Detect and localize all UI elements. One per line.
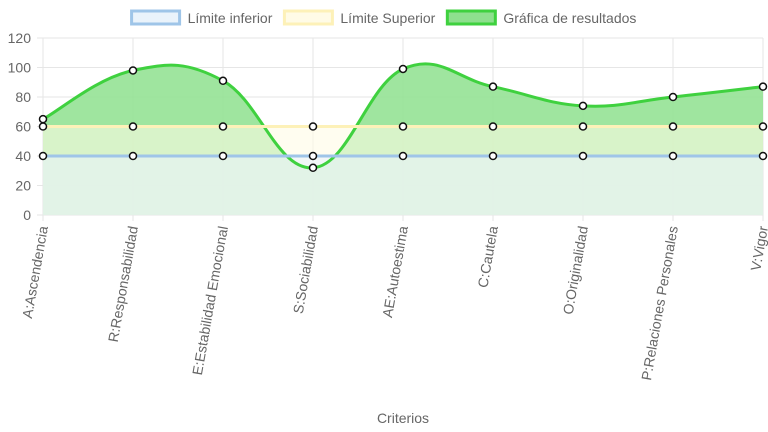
point-grafica-de-resultados-3[interactable]	[308, 163, 318, 173]
y-tick-label: 40	[15, 148, 31, 164]
y-tick-label: 80	[15, 89, 31, 105]
point-limite-superior-5[interactable]	[488, 122, 498, 131]
point-limite-inferior-8[interactable]	[758, 151, 768, 161]
y-axis-ticks: 0 20 40 60 80 100 120	[8, 30, 32, 223]
y-tick-label: 100	[8, 60, 32, 76]
x-axis-ticks: A:Ascendencia R:Responsabilidad E:Estabili…	[19, 224, 768, 381]
x-tick-label: O:Originalidad	[560, 225, 591, 316]
x-tick-label: P:Relaciones Personales	[638, 225, 681, 382]
point-limite-inferior-3[interactable]	[308, 151, 318, 161]
legend-swatch	[445, 9, 497, 26]
legend-item-limite-superior[interactable]: Límite Superior	[282, 9, 436, 26]
x-tick-label: C:Cautela	[474, 225, 501, 289]
point-limite-superior-8[interactable]	[758, 122, 768, 131]
point-limite-superior-3[interactable]	[308, 122, 318, 131]
point-limite-inferior-5[interactable]	[488, 151, 498, 161]
point-grafica-de-resultados-1[interactable]	[128, 66, 138, 75]
x-tick-label: R:Responsabilidad	[105, 225, 141, 344]
x-tick-label: S:Sociabilidad	[290, 225, 321, 315]
legend-swatch	[130, 9, 182, 26]
point-limite-inferior-1[interactable]	[128, 151, 138, 161]
point-grafica-de-resultados-7[interactable]	[668, 92, 678, 102]
legend-item-limite-inferior[interactable]: Límite inferior	[130, 9, 273, 26]
point-grafica-de-resultados-5[interactable]	[488, 82, 498, 91]
point-limite-inferior-0[interactable]	[38, 151, 48, 161]
legend-swatch	[282, 9, 334, 26]
y-tick-label: 20	[15, 178, 31, 194]
point-limite-inferior-2[interactable]	[218, 151, 228, 161]
x-tick-label: A:Ascendencia	[19, 225, 51, 320]
point-limite-inferior-4[interactable]	[398, 151, 408, 161]
legend[interactable]: Límite inferior Límite Superior Gráfica de…	[130, 9, 637, 26]
point-grafica-de-resultados-0[interactable]	[38, 114, 48, 124]
area-limite-inferior	[43, 156, 763, 215]
point-grafica-de-resultados-4[interactable]	[398, 64, 408, 74]
point-limite-superior-0[interactable]	[38, 122, 48, 131]
point-limite-superior-7[interactable]	[668, 122, 678, 131]
x-axis-title: Criterios	[377, 410, 429, 426]
legend-label: Gráfica de resultados	[503, 10, 636, 26]
point-limite-superior-1[interactable]	[128, 122, 138, 131]
point-grafica-de-resultados-6[interactable]	[578, 101, 588, 111]
point-grafica-de-resultados-8[interactable]	[758, 82, 768, 91]
point-limite-inferior-6[interactable]	[578, 151, 588, 161]
x-tick-label: AE:Autoestima	[379, 225, 411, 319]
point-limite-superior-2[interactable]	[218, 122, 228, 131]
line-grafica-de-resultados	[42, 62, 764, 170]
point-limite-inferior-7[interactable]	[668, 151, 678, 161]
point-grafica-de-resultados-2[interactable]	[218, 76, 228, 86]
y-tick-label: 0	[23, 207, 31, 223]
series-areas	[43, 63, 763, 215]
y-tick-label: 120	[8, 30, 32, 46]
x-tick-label: V:Vigor	[747, 224, 768, 272]
x-tick-label: E:Estabilidad Emocional	[189, 225, 231, 376]
legend-label: Límite Superior	[340, 10, 435, 26]
legend-item-grafica-de-resultados[interactable]: Gráfica de resultados	[445, 9, 636, 26]
point-limite-superior-4[interactable]	[398, 122, 408, 131]
series-points	[38, 64, 768, 173]
point-limite-superior-6[interactable]	[578, 122, 588, 131]
y-tick-label: 60	[15, 119, 31, 135]
legend-label: Límite inferior	[188, 10, 273, 26]
